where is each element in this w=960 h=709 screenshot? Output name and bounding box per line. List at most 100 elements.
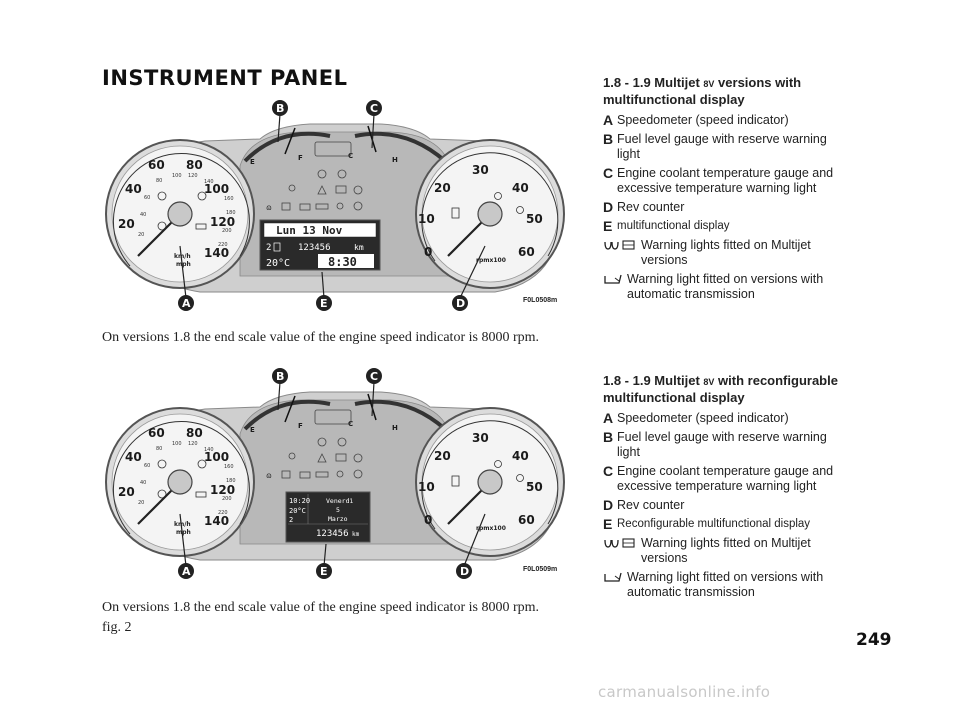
speedometer-hub	[167, 469, 193, 495]
fuel-empty-label: E	[250, 158, 255, 166]
glow-plug-icon: ɷ	[266, 203, 272, 212]
fuel-empty-label: E	[250, 426, 255, 434]
tachometer-dial: 0 10 20 30 40 50 60 rpmx100	[415, 139, 565, 289]
marker-a: A	[178, 513, 194, 579]
display-odometer: 123456	[316, 529, 349, 539]
rpm-label-60: 60	[518, 513, 535, 527]
multifunctional-display: Lun 13 Nov 2 123456 km 20°C 8:30	[259, 219, 381, 271]
display-gear: 2	[289, 516, 293, 524]
svg-text:A: A	[182, 565, 191, 578]
speed-unit-kmh: km/h	[174, 521, 191, 528]
figure-2-code: F0L0509m	[523, 566, 558, 573]
reconfigurable-display: 10:20 20°C 2 Venerdì 5 Marzo 123456 km	[285, 491, 371, 543]
rpm-label-60: 60	[518, 245, 535, 259]
glow-plug-dpf-icon	[604, 240, 635, 250]
section-1: 1.8 - 1.9 Multijet 8V versions with mult…	[603, 75, 843, 306]
display-gear: 2	[266, 243, 271, 253]
display-odometer-unit: km	[354, 243, 364, 252]
light-icon	[336, 470, 344, 478]
mph-label: 180	[226, 478, 236, 484]
rpm-label-40: 40	[512, 181, 529, 195]
seatbelt-icon	[288, 184, 296, 192]
rpm-label-20: 20	[434, 181, 451, 195]
marker-c: C	[366, 100, 382, 149]
warning-light-icon	[337, 169, 347, 179]
warning-light-icon	[195, 491, 207, 498]
tachometer-hub	[477, 201, 503, 227]
warning-light-icon	[317, 437, 327, 447]
speed-unit-mph: mph	[176, 529, 191, 536]
instrument-panel-figure-2: E F C H 20 40 60 80 100 120 140 20 40 60…	[105, 368, 565, 579]
mph-label: 160	[224, 464, 234, 470]
speed-label-60: 60	[148, 426, 165, 440]
section-1-heading: 1.8 - 1.9 Multijet 8V versions with mult…	[603, 75, 802, 107]
warning-light-icon	[451, 475, 460, 487]
glow-plug-icon: ɷ	[266, 471, 272, 480]
speed-label-80: 80	[186, 426, 203, 440]
page-title: INSTRUMENT PANEL	[102, 66, 348, 90]
mph-label: 60	[144, 463, 150, 469]
warning-light-icon	[516, 206, 524, 214]
steering-icon	[353, 469, 363, 479]
marker-a: A	[178, 245, 194, 311]
marker-c: C	[366, 368, 382, 417]
mph-label: 140	[204, 179, 214, 185]
auto-transmission-icon	[604, 274, 622, 284]
mph-label: 40	[140, 480, 146, 486]
fuel-full-label: F	[298, 422, 303, 430]
svg-text:B: B	[276, 102, 284, 115]
watermark: carmanualsonline.info	[598, 683, 771, 701]
mph-label: 220	[218, 242, 228, 248]
warning-light-icon	[157, 489, 167, 499]
section-2: 1.8 - 1.9 Multijet 8V with reconfigurabl…	[603, 373, 843, 604]
warning-light-icon	[195, 223, 207, 230]
svg-text:E: E	[320, 297, 328, 310]
mph-label: 120	[188, 441, 198, 447]
mph-label: 140	[204, 447, 214, 453]
centre-warning-lights: ɷ	[266, 141, 363, 212]
figure-2-caption: On versions 1.8 the end scale value of t…	[102, 600, 539, 615]
battery-icon	[335, 453, 347, 462]
figure-label: fig. 2	[102, 620, 132, 635]
warning-light-icon	[197, 459, 207, 469]
warning-light-icon	[337, 437, 347, 447]
warning-light-icon	[157, 191, 167, 201]
glow-plug-dpf-icon	[604, 538, 635, 548]
speed-label-100: 100	[204, 450, 229, 464]
oil-icon	[315, 471, 329, 478]
mph-label: 200	[222, 496, 232, 502]
svg-text:C: C	[370, 102, 378, 115]
mph-label: 20	[138, 232, 144, 238]
speed-label-80: 80	[186, 158, 203, 172]
display-day-name: Venerdì	[326, 497, 353, 505]
section-2-heading: 1.8 - 1.9 Multijet 8V with reconfigurabl…	[603, 373, 838, 405]
warning-light-icon	[494, 460, 502, 468]
speed-label-140: 140	[204, 246, 229, 260]
gear-shift-icon	[273, 242, 281, 252]
auto-transmission-icon	[604, 572, 622, 582]
mph-label: 120	[188, 173, 198, 179]
marker-b: B	[272, 368, 288, 411]
mph-label: 180	[226, 210, 236, 216]
auto-transmission-icon	[299, 203, 311, 211]
speed-label-40: 40	[125, 450, 142, 464]
speed-label-20: 20	[118, 485, 135, 499]
fuel-full-label: F	[298, 154, 303, 162]
speed-label-120: 120	[210, 215, 235, 229]
speed-unit-mph: mph	[176, 261, 191, 268]
rpm-label-40: 40	[512, 449, 529, 463]
brake-icon	[353, 185, 363, 195]
temp-cold-label: C	[348, 152, 353, 160]
dpf-icon	[281, 202, 291, 211]
display-temperature: 20°C	[289, 507, 306, 515]
dpf-icon	[281, 470, 291, 479]
marker-b: B	[272, 100, 288, 143]
mph-label: 80	[156, 446, 162, 452]
mph-label: 100	[172, 173, 182, 179]
